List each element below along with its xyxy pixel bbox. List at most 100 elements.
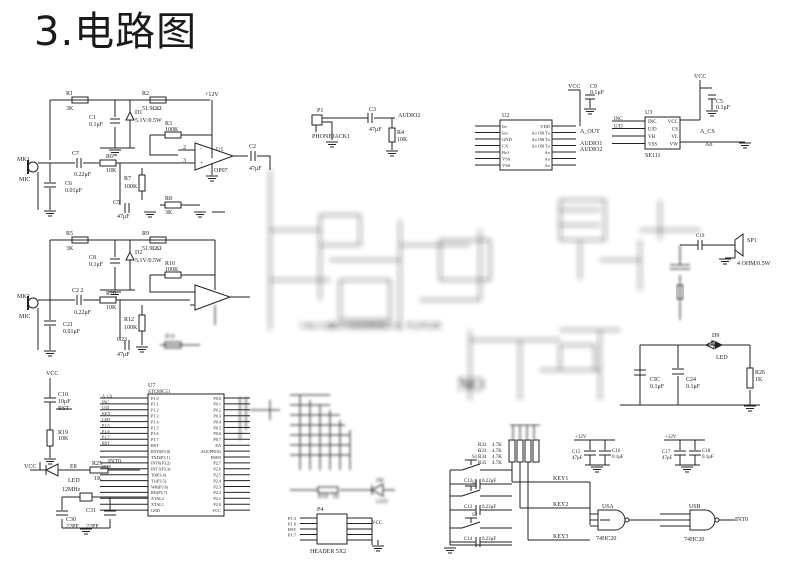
pin-label: P1.2 — [151, 408, 159, 413]
svg-text:Ao: Ao — [705, 142, 712, 148]
pin-label: LED — [102, 417, 110, 422]
svg-text:R7: R7 — [124, 176, 131, 182]
svg-text:+12V: +12V — [205, 92, 219, 98]
svg-text:C30: C30 — [66, 517, 76, 523]
svg-text:3: 3 — [183, 158, 186, 164]
pin-label: WR(P3.6) — [151, 484, 169, 489]
cap-label: C14 — [464, 537, 473, 542]
svg-text:R32: R32 — [478, 443, 487, 448]
pin-label: P0.1 — [213, 402, 221, 407]
pin-label: U/D — [614, 125, 623, 130]
pin-label: VDD — [540, 124, 550, 129]
key-label: S3 — [472, 513, 478, 518]
svg-text:INT0: INT0 — [735, 517, 748, 523]
svg-text:47μF: 47μF — [369, 127, 382, 133]
pin-label: P1.5 — [102, 423, 110, 428]
svg-text:R8: R8 — [165, 196, 172, 202]
microcontroller-u7: U7 STC89C51 P1.0A_CSP1.1INCP1.2U/DP1.3KE… — [100, 383, 280, 517]
svg-text:10K: 10K — [397, 137, 408, 143]
pin-label: P1.4 — [151, 419, 159, 424]
key-label: S1 — [472, 455, 478, 460]
svg-text:R25: R25 — [92, 461, 102, 467]
svg-text:D1: D1 — [135, 110, 142, 116]
svg-text:22PF: 22PF — [66, 524, 79, 530]
svg-text:-: - — [200, 146, 202, 152]
svg-text:INT0: INT0 — [108, 459, 121, 465]
svg-text:74HC20: 74HC20 — [596, 536, 616, 542]
svg-text:100K: 100K — [165, 267, 179, 273]
svg-text:AUDIO1: AUDIO1 — [580, 141, 602, 147]
power-indicator: D9 LED R26 1K C24 0.1μF CIC 0.1μF — [620, 333, 765, 412]
cap-label: C13 — [464, 505, 473, 510]
pin-label: Ao — [545, 150, 551, 155]
svg-text:PHONEJACK1: PHONEJACK1 — [312, 134, 350, 140]
pin-label: VSS — [502, 163, 511, 168]
svg-text:0.1μF: 0.1μF — [89, 262, 104, 268]
svg-text:74HC20: 74HC20 — [684, 537, 704, 543]
svg-text:U6A: U6A — [602, 504, 614, 510]
svg-text:AUDIO2: AUDIO2 — [580, 147, 602, 153]
pin-label: INT0(P3.2) — [151, 461, 171, 466]
pin-label: U/D — [102, 405, 109, 410]
svg-text:C17: C17 — [662, 450, 671, 455]
svg-text:1K: 1K — [332, 494, 340, 500]
pin-label: P1.3 — [151, 414, 159, 419]
svg-text:+12V: +12V — [575, 435, 587, 440]
svg-text:4.7K: 4.7K — [492, 449, 502, 454]
svg-text:4.7K: 4.7K — [492, 461, 502, 466]
svg-text:R18: R18 — [318, 494, 328, 500]
pin-label: T0(P3.4) — [151, 473, 167, 478]
svg-text:C5: C5 — [113, 200, 120, 206]
pin-label: XTAL2 — [151, 496, 164, 501]
pin-label: VL — [671, 135, 678, 140]
svg-text:MIC: MIC — [19, 314, 30, 320]
svg-text:C3: C3 — [369, 107, 376, 113]
pin-label: VCC — [212, 508, 221, 513]
svg-text:R1: R1 — [66, 91, 73, 97]
opamp-u1 — [194, 142, 235, 171]
pin-label: RST — [288, 527, 297, 532]
reset-circuit: VCC C10 10μF RST R19 10K VCC E8 LED R25 … — [24, 371, 140, 484]
svg-text:5.1V/0.5W: 5.1V/0.5W — [135, 118, 162, 124]
crystal-oscillator: 12MHz C30 22PF C31 22PF — [56, 487, 148, 535]
pin-label: XTAL1 — [151, 502, 164, 507]
svg-text:5.1V/0.5W: 5.1V/0.5W — [135, 258, 162, 264]
svg-text:C15: C15 — [572, 450, 581, 455]
svg-text:SP1: SP1 — [747, 238, 757, 244]
svg-text:STC89C51: STC89C51 — [148, 390, 171, 395]
svg-text:0.01μF: 0.01μF — [65, 188, 83, 194]
svg-text:22PF: 22PF — [86, 524, 99, 530]
svg-text:0.01μF: 0.01μF — [63, 329, 81, 335]
pin-label: P0.0 — [213, 396, 221, 401]
svg-text:D2: D2 — [135, 250, 142, 256]
pin-label: KEY — [102, 411, 111, 416]
svg-text:51.9ΩΩ: 51.9ΩΩ — [142, 106, 162, 112]
svg-text:VCC: VCC — [568, 84, 580, 90]
blurred-power-amplifier: C98(C23)最好中级断脚都最好C8，不公开分析 NO — [269, 170, 700, 400]
svg-text:4 OHM/0.5W: 4 OHM/0.5W — [737, 261, 771, 267]
svg-text:KEY2: KEY2 — [553, 502, 568, 508]
blurred-led-array: R18 1K D8 LED — [290, 394, 395, 505]
pin-label: P0.3 — [213, 414, 221, 419]
svg-text:C8: C8 — [89, 255, 96, 261]
pin-label: P1.6 — [288, 522, 297, 527]
svg-text:KEY3: KEY3 — [553, 534, 568, 540]
pin-label: RST — [102, 441, 110, 446]
svg-text:0.1μF: 0.1μF — [686, 384, 701, 390]
pin-label: CS — [672, 128, 678, 133]
pin-label: VSS — [502, 157, 511, 162]
svg-text:A_OUT: A_OUT — [580, 129, 600, 135]
pin-label: RXD(P3.0) — [151, 449, 171, 454]
svg-text:R10: R10 — [165, 261, 175, 267]
svg-text:12MHz: 12MHz — [62, 487, 81, 493]
header-wire — [371, 518, 379, 545]
svg-text:HEADER 5X2: HEADER 5X2 — [310, 549, 346, 555]
cap-value: 0.22μF — [482, 537, 496, 542]
svg-text:0.1μF: 0.1μF — [612, 455, 624, 460]
svg-text:C6: C6 — [65, 181, 72, 187]
svg-text:R3: R3 — [165, 121, 172, 127]
svg-text:R12: R12 — [124, 317, 134, 323]
